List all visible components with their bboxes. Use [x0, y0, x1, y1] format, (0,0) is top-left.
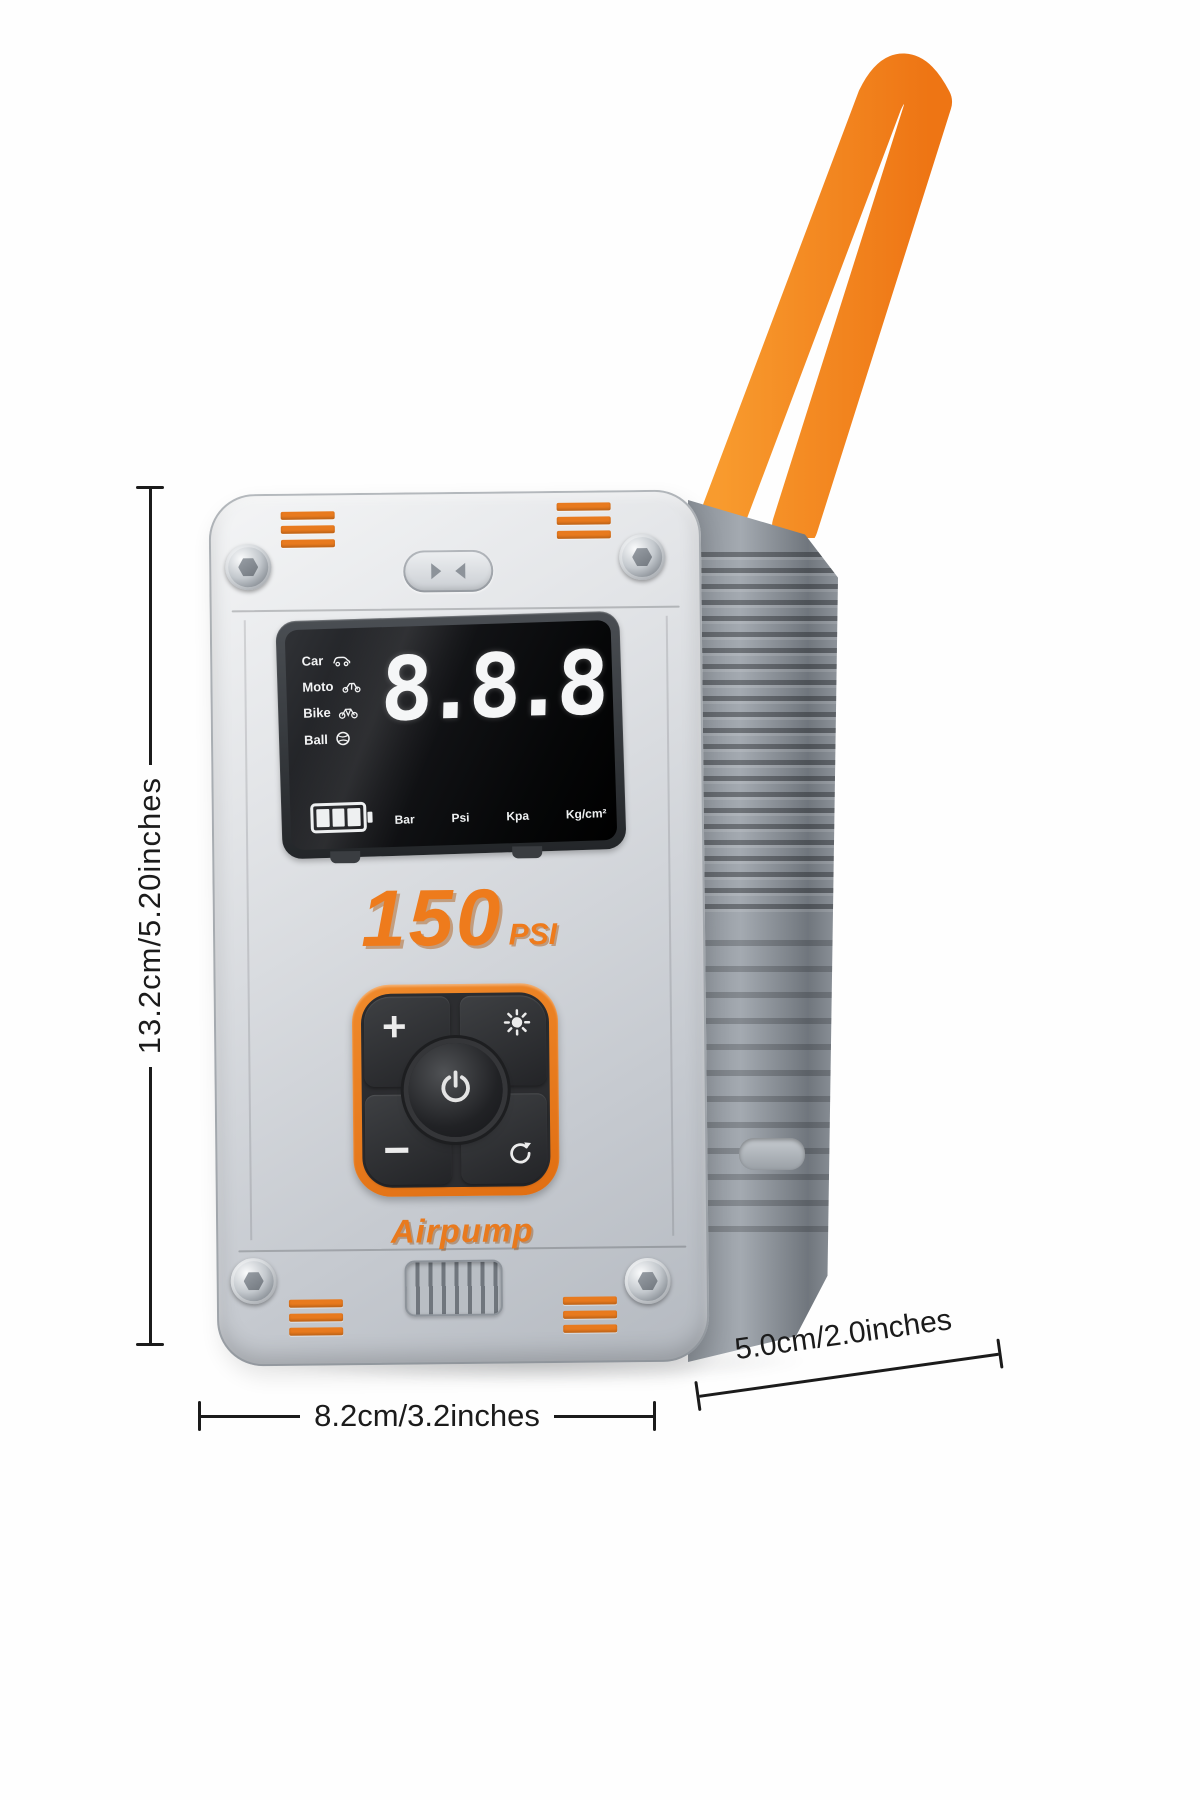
height-label: 13.2cm/5.20inches	[132, 777, 167, 1055]
mode-list: Car Moto Bike	[301, 652, 364, 748]
display-hinge	[330, 851, 361, 864]
screw-icon	[618, 533, 666, 581]
dimension-tick	[198, 1401, 201, 1431]
chevron-right-icon	[431, 563, 442, 580]
vent-stripe	[556, 530, 611, 539]
vent-stripe	[563, 1310, 618, 1319]
device-side-panel	[688, 500, 838, 1362]
unit-psi: Psi	[451, 810, 470, 826]
ball-icon	[335, 730, 351, 746]
rating-value: 150	[360, 872, 504, 964]
mode-row-car: Car	[301, 652, 361, 669]
unit-bar: Bar	[394, 812, 415, 827]
display-hinge	[512, 846, 543, 859]
height-dimension: 13.2cm/5.20inches	[130, 486, 170, 1346]
power-icon	[435, 1067, 475, 1112]
dimension-line	[201, 1414, 301, 1418]
vent-stripe	[289, 1327, 344, 1336]
car-icon	[330, 653, 352, 668]
mode-label: Moto	[302, 678, 334, 695]
hex-socket-icon	[244, 1271, 264, 1291]
device-front-panel: Car Moto Bike	[208, 489, 710, 1367]
screw-icon	[230, 1257, 277, 1305]
battery-nub	[367, 811, 373, 823]
brand-logo: Airpump	[390, 1211, 534, 1250]
moto-icon	[340, 678, 362, 693]
carry-strap	[695, 53, 952, 538]
battery-bar	[316, 808, 330, 828]
vent-stripes	[556, 502, 611, 539]
vent-stripe	[280, 539, 336, 548]
screw-icon	[224, 543, 272, 591]
vent-stripes	[280, 511, 336, 548]
top-latch-button	[403, 549, 494, 593]
battery-icon	[310, 801, 373, 834]
lcd-display: Car Moto Bike	[275, 610, 627, 860]
control-pad: + −	[351, 982, 560, 1198]
hex-socket-icon	[238, 557, 258, 577]
chevron-left-icon	[455, 562, 466, 580]
side-vent-ribs	[688, 551, 838, 914]
vent-stripes	[562, 1296, 618, 1333]
cycle-icon	[505, 1138, 535, 1173]
hex-socket-icon	[638, 1271, 658, 1291]
vent-stripe	[280, 511, 335, 520]
control-pad-inner: + −	[360, 992, 551, 1189]
mode-cycle-button	[460, 1093, 548, 1184]
dimension-tick	[136, 1343, 164, 1346]
mode-label: Car	[301, 653, 324, 669]
vent-stripe	[288, 1299, 343, 1308]
lcd-glass: Car Moto Bike	[284, 620, 618, 851]
hex-socket-icon	[632, 547, 652, 567]
dimension-tick	[653, 1401, 657, 1431]
battery-bar	[347, 807, 361, 827]
battery-bar	[331, 808, 346, 827]
screw-icon	[624, 1257, 671, 1305]
mode-row-bike: Bike	[303, 704, 363, 721]
vent-stripe	[556, 502, 611, 511]
unit-kpa: Kpa	[506, 808, 530, 824]
rating-unit: PSI	[508, 917, 558, 952]
dimension-line	[553, 1414, 654, 1418]
vent-stripe	[556, 516, 611, 525]
minus-icon: −	[383, 1123, 411, 1176]
side-grip-ribs	[688, 939, 838, 1250]
dimension-line	[148, 1066, 152, 1343]
mode-label: Ball	[303, 731, 329, 748]
width-dimension: 8.2cm/3.2inches	[198, 1396, 657, 1436]
vent-stripe	[562, 1296, 617, 1305]
vent-stripe	[563, 1324, 618, 1333]
power-button	[408, 1042, 504, 1138]
dimension-line	[148, 489, 152, 766]
side-port-cover	[739, 1137, 805, 1170]
sun-icon	[502, 1007, 532, 1042]
bottom-clip-ribs	[404, 1259, 504, 1317]
mode-row-moto: Moto	[302, 678, 362, 695]
mode-label: Bike	[302, 704, 331, 721]
light-button	[459, 995, 547, 1086]
dimension-tick	[136, 486, 164, 489]
vent-stripe	[289, 1313, 344, 1322]
vent-stripe	[280, 525, 335, 534]
plus-icon: +	[381, 1002, 407, 1050]
pressure-readout: 8.8.8	[379, 631, 602, 742]
panel-seam	[231, 605, 680, 613]
width-label: 8.2cm/3.2inches	[314, 1398, 540, 1433]
vent-stripes	[288, 1299, 344, 1336]
mode-row-ball: Ball	[304, 730, 365, 748]
unit-kgcm2: Kg/cm²	[565, 806, 607, 822]
bike-icon	[337, 704, 359, 719]
